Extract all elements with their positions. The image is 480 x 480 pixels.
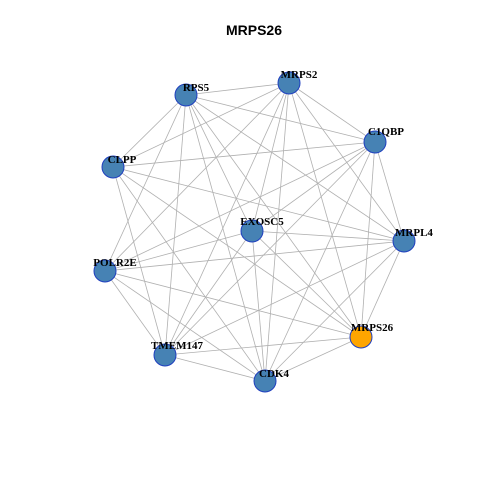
edge-mrps2-c1qbp <box>288 82 376 143</box>
edge-clpp-tmem147 <box>112 166 166 356</box>
edge-c1qbp-mrpl4 <box>374 141 405 242</box>
edge-c1qbp-clpp <box>112 141 376 168</box>
edge-rps5-mrpl4 <box>185 94 405 242</box>
edge-mrps2-cdk4 <box>264 82 290 382</box>
edge-mrps2-mrpl4 <box>288 82 405 242</box>
graph-title: MRPS26 <box>226 22 282 38</box>
node-mrps2 <box>277 71 301 95</box>
edge-exosc5-mrpl4 <box>251 230 405 242</box>
edge-polr2e-mrps26 <box>104 270 362 338</box>
edge-rps5-polr2e <box>104 94 187 272</box>
edge-mrps2-mrps26 <box>288 82 362 338</box>
edge-mrpl4-polr2e <box>104 240 405 272</box>
node-polr2e <box>93 259 117 283</box>
edge-mrps2-exosc5 <box>251 82 290 232</box>
edge-mrps2-clpp <box>112 82 290 168</box>
edge-mrpl4-cdk4 <box>264 240 405 382</box>
edge-tmem147-cdk4 <box>164 354 266 382</box>
node-rps5 <box>174 83 198 107</box>
node-cdk4 <box>253 369 277 393</box>
node-clpp <box>101 155 125 179</box>
edge-mrpl4-mrps26 <box>360 240 405 338</box>
edge-c1qbp-polr2e <box>104 141 376 272</box>
node-label-tmem147: TMEM147 <box>151 340 203 352</box>
edge-rps5-exosc5 <box>185 94 253 232</box>
edge-exosc5-polr2e <box>104 230 253 272</box>
node-mrpl4 <box>392 229 416 253</box>
edge-rps5-tmem147 <box>164 94 187 356</box>
edge-c1qbp-cdk4 <box>264 141 376 382</box>
edge-clpp-cdk4 <box>112 166 266 382</box>
edge-mrps26-cdk4 <box>264 336 362 382</box>
edge-polr2e-tmem147 <box>104 270 166 356</box>
edge-c1qbp-mrps26 <box>360 141 376 338</box>
edge-mrpl4-tmem147 <box>164 240 405 356</box>
edge-rps5-mrps2 <box>185 82 290 96</box>
nodes-layer <box>93 71 416 393</box>
edge-mrps2-tmem147 <box>164 82 290 356</box>
node-label-rps5: RPS5 <box>183 82 210 94</box>
edge-clpp-mrpl4 <box>112 166 405 242</box>
edges-layer <box>104 82 405 382</box>
edge-polr2e-cdk4 <box>104 270 266 382</box>
node-mrps26 <box>349 325 373 349</box>
edge-rps5-mrps26 <box>185 94 362 338</box>
edge-exosc5-mrps26 <box>251 230 362 338</box>
edge-rps5-clpp <box>112 94 187 168</box>
node-label-polr2e: POLR2E <box>93 257 136 269</box>
node-label-mrps2: MRPS2 <box>281 69 318 81</box>
node-tmem147 <box>153 343 177 367</box>
node-label-mrpl4: MRPL4 <box>395 227 433 239</box>
node-label-c1qbp: C1QBP <box>368 126 404 138</box>
edge-c1qbp-exosc5 <box>251 141 376 232</box>
edge-mrps2-polr2e <box>104 82 290 272</box>
node-exosc5 <box>240 219 264 243</box>
node-label-cdk4: CDK4 <box>259 368 289 380</box>
node-label-clpp: CLPP <box>108 154 137 166</box>
edge-mrps26-tmem147 <box>164 336 362 356</box>
node-label-mrps26: MRPS26 <box>351 322 394 334</box>
node-label-exosc5: EXOSC5 <box>240 216 284 228</box>
node-c1qbp <box>363 130 387 154</box>
edge-exosc5-tmem147 <box>164 230 253 356</box>
